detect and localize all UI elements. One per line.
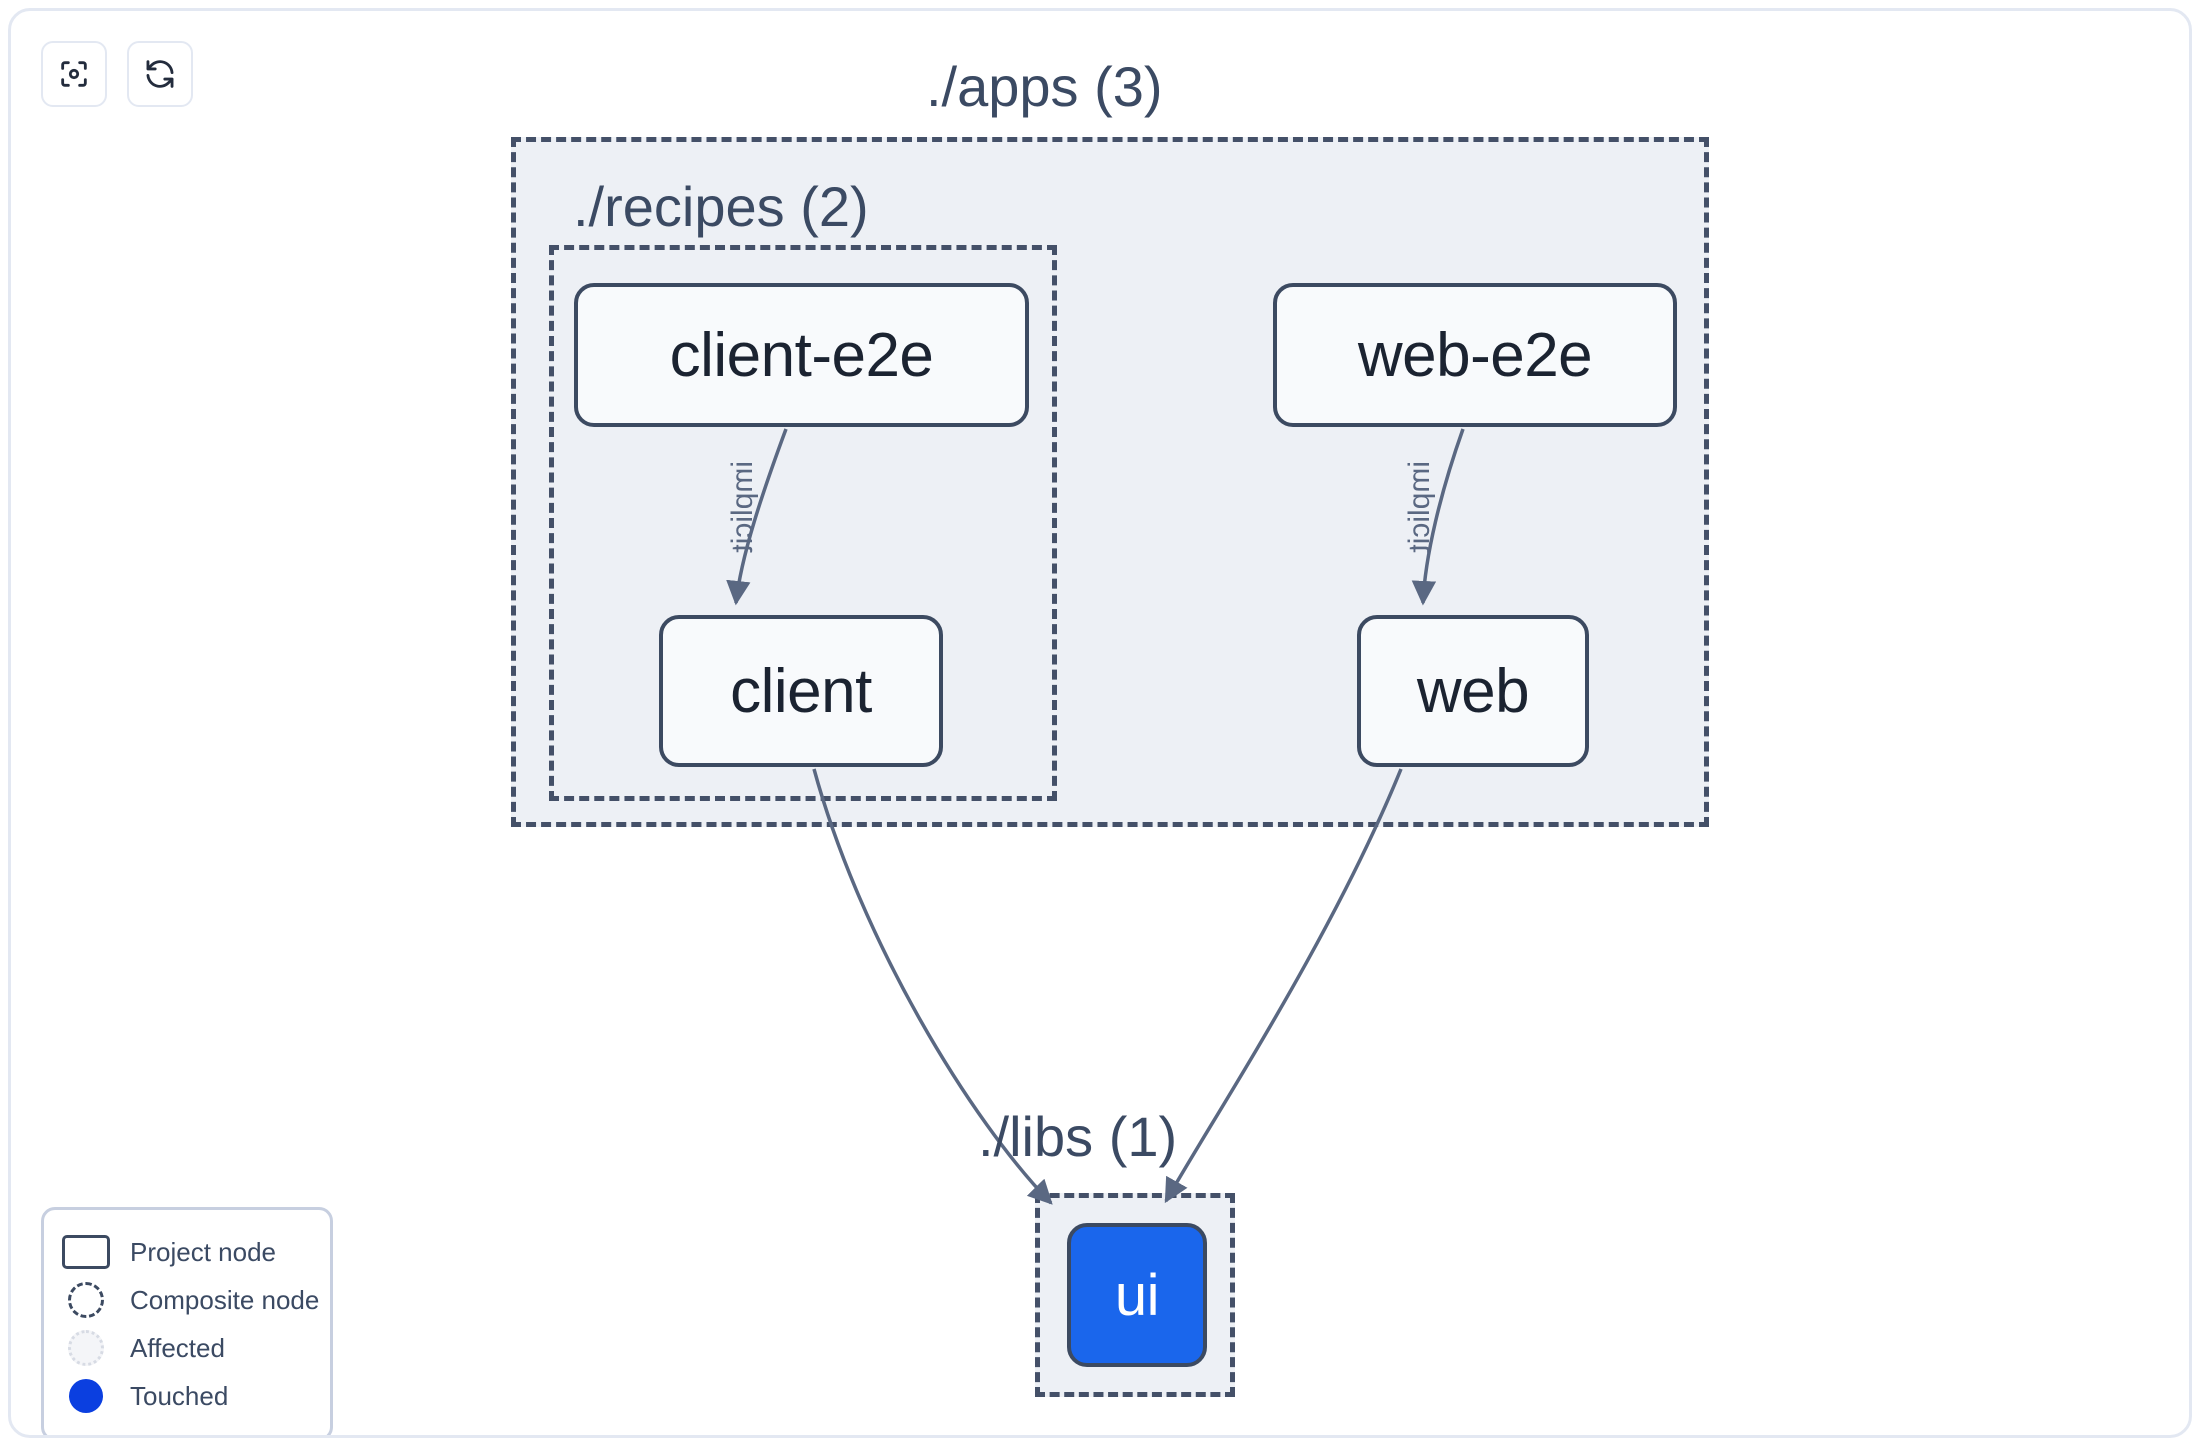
edge-label-implicit-web: implicit (1403, 461, 1436, 553)
focus-viewfinder-icon (61, 61, 87, 87)
graph-toolbar (41, 41, 193, 107)
composite-label-libs: ./libs (1) (978, 1105, 1178, 1168)
project-node-ui[interactable]: ui (1067, 1223, 1207, 1367)
refresh-sync-icon (146, 60, 174, 88)
legend-item-project-node: Project node (62, 1228, 308, 1276)
legend-item-composite-node: Composite node (62, 1276, 319, 1324)
legend-label: Affected (130, 1332, 225, 1363)
legend-item-affected: Affected (62, 1324, 308, 1372)
affected-swatch (62, 1330, 110, 1366)
composite-node-swatch (62, 1282, 110, 1318)
legend-label: Composite node (130, 1284, 320, 1315)
project-node-client-e2e[interactable]: client-e2e (574, 283, 1029, 427)
graph-legend: Project node Composite node Affected Tou… (41, 1207, 333, 1435)
project-node-web-e2e[interactable]: web-e2e (1273, 283, 1677, 427)
graph-app-frame: ./apps (3) ./recipes (2) ./libs (1) impl… (8, 8, 2192, 1438)
touched-swatch (62, 1379, 110, 1413)
edge-web-to-ui (1164, 768, 1403, 1204)
composite-label-recipes: ./recipes (2) (573, 175, 869, 238)
edge-label-implicit-client: implicit (726, 461, 759, 553)
legend-label: Touched (130, 1380, 229, 1411)
project-node-swatch (62, 1235, 110, 1269)
composite-label-apps: ./apps (3) (926, 55, 1163, 118)
project-node-client[interactable]: client (659, 615, 943, 767)
legend-label: Project node (130, 1236, 276, 1267)
graph-canvas[interactable]: ./apps (3) ./recipes (2) ./libs (1) impl… (11, 11, 2189, 1435)
legend-item-touched: Touched (62, 1372, 308, 1420)
focus-graph-button[interactable] (41, 41, 107, 107)
project-node-web[interactable]: web (1357, 615, 1589, 767)
refresh-graph-button[interactable] (127, 41, 193, 107)
